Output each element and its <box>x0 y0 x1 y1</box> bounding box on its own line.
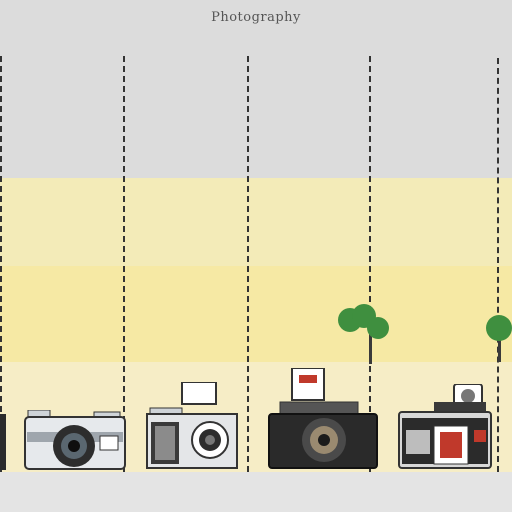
yellow-band-middle <box>0 266 512 362</box>
baseline-strip <box>0 472 512 512</box>
timeline-divider <box>247 56 249 472</box>
timeline-title: Photography <box>211 10 301 25</box>
tree-icon <box>338 304 389 364</box>
digital-camera-icon <box>398 384 492 469</box>
sky-band <box>0 0 512 178</box>
timeline-divider <box>0 56 2 472</box>
timeline-divider <box>123 56 125 472</box>
yellow-band-top <box>0 178 512 266</box>
tree-icon <box>486 315 512 362</box>
box-camera-icon <box>146 382 238 469</box>
timeline-divider <box>369 56 371 472</box>
instant-camera-icon <box>268 368 378 469</box>
timeline-divider <box>497 58 499 472</box>
dslr-camera-icon <box>0 414 6 470</box>
dslr-camera-icon <box>24 410 126 470</box>
